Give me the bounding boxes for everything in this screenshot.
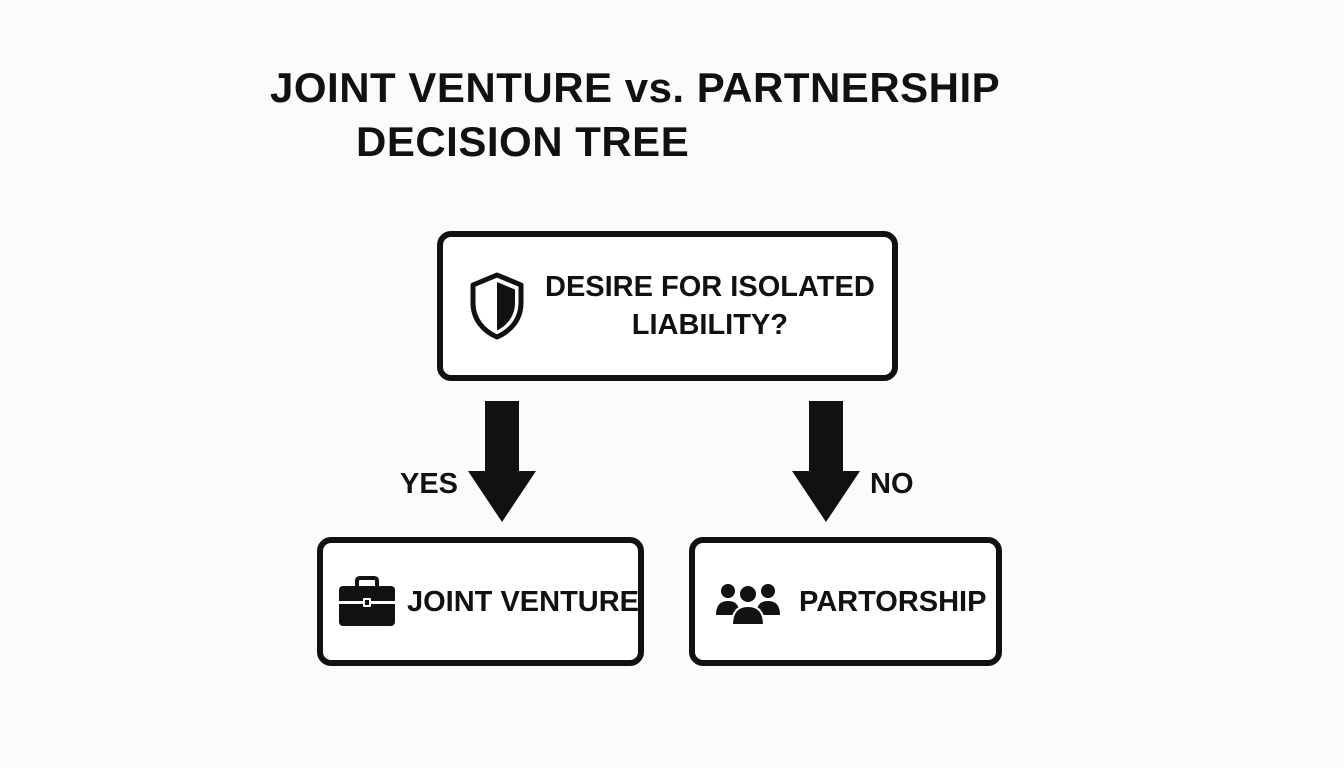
question-line-2: LIABILITY? — [631, 309, 789, 341]
question-text: DESIRE FOR ISOLATED LIABILITY? — [545, 268, 875, 344]
joint-venture-node: JOINT VENTURE — [317, 537, 644, 666]
briefcase-icon — [339, 575, 395, 626]
no-label: NO — [870, 468, 914, 500]
partnership-node: PARTORSHIP — [689, 537, 1002, 666]
partnership-label: PARTORSHIP — [799, 585, 987, 618]
diagram-title-line-1: JOINT VENTURE vs. PARTNERSHIP — [270, 64, 1001, 111]
no-arrow — [792, 401, 860, 522]
yes-label: YES — [400, 468, 459, 500]
question-line-1: DESIRE FOR ISOLATED — [545, 271, 875, 303]
joint-venture-label: JOINT VENTURE — [407, 585, 640, 618]
question-node: DESIRE FOR ISOLATED LIABILITY? — [437, 231, 898, 381]
yes-arrow — [468, 401, 536, 522]
shield-icon — [470, 272, 524, 340]
diagram-title-line-2: DECISION TREE — [356, 118, 690, 165]
people-group-icon — [716, 583, 780, 626]
